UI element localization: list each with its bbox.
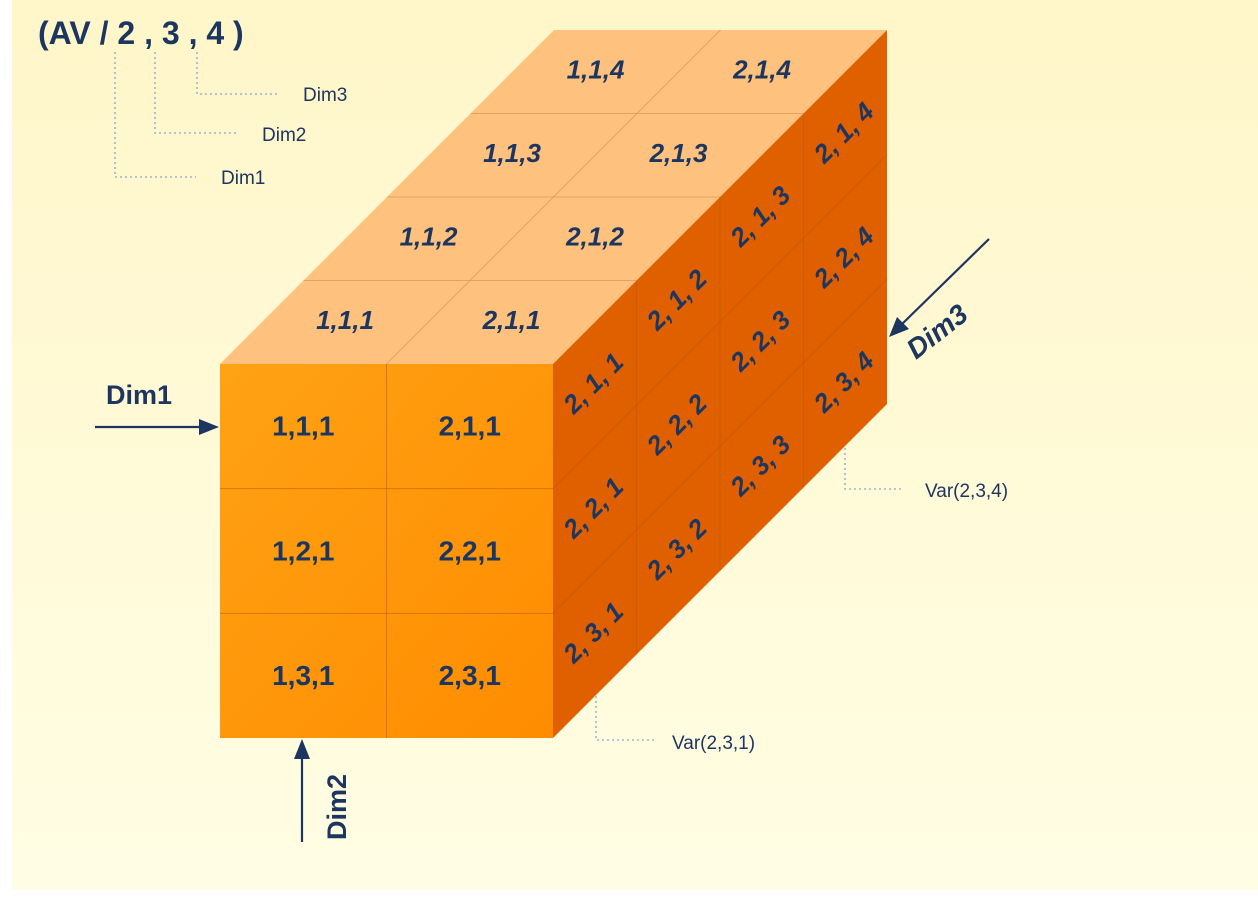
- dim3-leader-line: [196, 52, 278, 95]
- top-cell-label: 2,1,3: [649, 138, 708, 168]
- top-cell-label: 1,1,3: [483, 138, 541, 168]
- top-cell-label: 2,1,2: [565, 222, 624, 252]
- var-234-callout: Var(2,3,4): [925, 481, 1008, 502]
- side-grid-horizontal: [552, 154, 888, 490]
- var-234-leader-line: [844, 448, 904, 490]
- dim3-arrow-shaft: [899, 238, 990, 327]
- dim2-label: Dim2: [322, 774, 352, 840]
- side-grid-horizontal: [552, 278, 888, 614]
- top-cell-label: 1,1,2: [400, 222, 458, 252]
- notation-label-dim3: Dim3: [303, 85, 347, 106]
- top-cell-label: 2,1,4: [732, 55, 791, 85]
- front-face-labels: 1,1,1 2,1,1 1,2,1 2,2,1 1,3,1 2,3,1: [272, 411, 501, 691]
- front-cell-label: 2,2,1: [439, 535, 501, 566]
- front-cell-label: 1,1,1: [272, 411, 334, 442]
- dim1-arrow-head: [199, 419, 219, 435]
- dim1-leader-line: [114, 52, 196, 178]
- dim1-label: Dim1: [106, 380, 172, 410]
- front-cell-label: 1,3,1: [272, 660, 334, 691]
- var-231-callout: Var(2,3,1): [672, 733, 755, 754]
- front-cell-label: 2,3,1: [439, 660, 501, 691]
- notation-label-dim2: Dim2: [262, 125, 306, 146]
- array-notation: (AV / 2 , 3 , 4 ): [38, 15, 244, 51]
- dim2-arrow-head: [294, 739, 310, 759]
- top-cell-label: 1,1,4: [567, 55, 625, 85]
- dim2-leader-line: [154, 52, 236, 134]
- top-face-labels: 1,1,1 2,1,1 1,1,2 2,1,2 1,1,3 2,1,3 1,1,4 2,1,4: [316, 55, 791, 336]
- front-cell-label: 2,1,1: [439, 411, 501, 442]
- notation-label-dim1: Dim1: [221, 168, 265, 189]
- cube-grid-lines: [220, 29, 888, 739]
- top-grid-split: [386, 29, 721, 365]
- array-cube: 1,1,1 2,1,1 1,2,1 2,2,1 1,3,1 2,3,1 1,1,1 2,1,…: [220, 29, 888, 739]
- front-cell-label: 1,2,1: [272, 535, 334, 566]
- top-cell-label: 2,1,1: [482, 305, 541, 335]
- top-cell-label: 1,1,1: [316, 305, 374, 335]
- dim3-arrow-head: [889, 317, 909, 337]
